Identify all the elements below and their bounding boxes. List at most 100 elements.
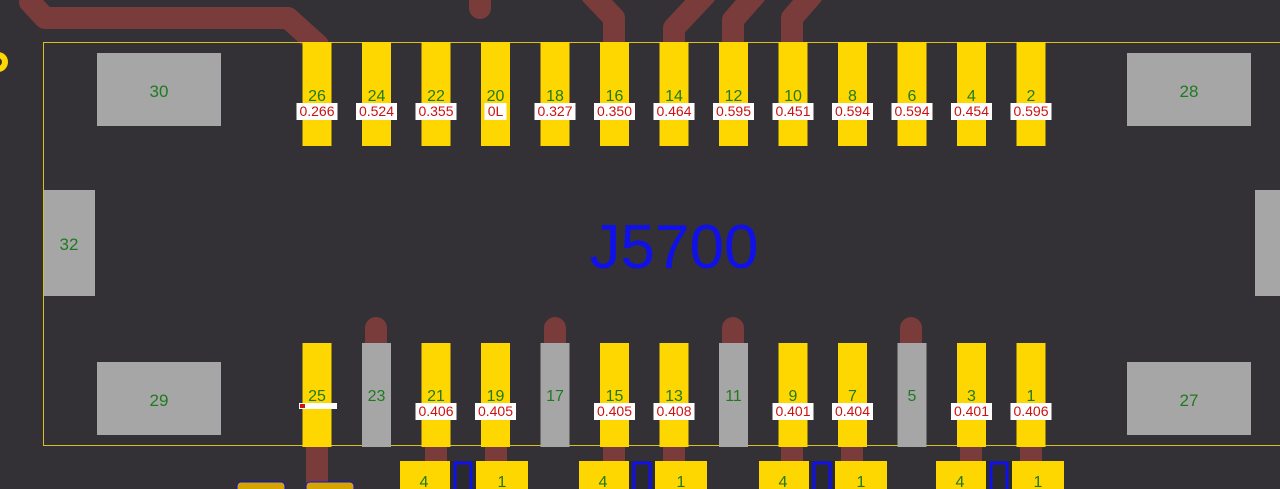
top-pin-14[interactable]: 140.464 <box>653 42 695 146</box>
top-pin-4[interactable]: 40.454 <box>951 42 992 146</box>
component-pad-right[interactable] <box>476 461 528 489</box>
pin-pad[interactable] <box>1016 343 1046 447</box>
bottom-pin-15[interactable]: 150.405 <box>594 343 635 447</box>
component-pad-right-label: 1 <box>498 474 507 489</box>
bottom-pin-1[interactable]: 10.406 <box>1010 343 1052 447</box>
bottom-pin-5[interactable]: 5 <box>897 343 927 447</box>
bottom-pin-13[interactable]: 130.408 <box>653 343 695 447</box>
pin-pad[interactable] <box>957 343 986 447</box>
trace-top-12 <box>722 0 765 56</box>
pin-pad[interactable] <box>957 42 986 146</box>
pin-number: 6 <box>908 88 917 105</box>
measurement-label-bg <box>534 103 576 120</box>
pin-number: 14 <box>665 88 683 105</box>
measurement-label-bg <box>484 103 507 120</box>
measurement-value: 0.401 <box>775 403 810 419</box>
pin-pad[interactable] <box>421 42 451 146</box>
mount-pad-top-right-shape[interactable] <box>1127 53 1251 126</box>
measurement-label: 0L <box>484 103 507 120</box>
measurement-value: 0.406 <box>1013 403 1048 419</box>
measurement-label: 0.594 <box>832 103 873 120</box>
measurement-label: 0.355 <box>415 103 457 120</box>
measurement-label: 0.595 <box>1010 103 1052 120</box>
pin-pad[interactable] <box>659 42 689 146</box>
pin-pad[interactable] <box>421 343 451 447</box>
pin-pad[interactable] <box>897 42 927 146</box>
component-pad-right[interactable] <box>655 461 707 489</box>
mount-pad-side-left[interactable]: 32 <box>44 190 95 296</box>
top-pin-24[interactable]: 240.524 <box>356 42 397 146</box>
pin-pad[interactable] <box>302 42 332 146</box>
bottom-pin-7[interactable]: 70.404 <box>832 343 873 447</box>
pin-pad[interactable] <box>778 42 808 146</box>
pin-pad[interactable] <box>481 343 510 447</box>
pin-pad[interactable] <box>600 343 629 447</box>
pin-pad[interactable] <box>362 343 391 447</box>
small-component-b[interactable] <box>305 481 355 489</box>
measurement-label: 0.401 <box>772 403 814 420</box>
edge-via[interactable] <box>0 52 8 72</box>
pin-number: 21 <box>427 388 445 405</box>
top-pin-2[interactable]: 20.595 <box>1010 42 1052 146</box>
mount-pad-top-left-shape[interactable] <box>97 53 221 126</box>
bottom-pin-9[interactable]: 90.401 <box>772 343 814 447</box>
component-pad-left[interactable] <box>936 461 986 489</box>
bottom-pin-17[interactable]: 17 <box>540 343 570 447</box>
component-mark <box>632 461 652 489</box>
mount-pad-top-right[interactable]: 28 <box>1127 53 1251 126</box>
pin-pad[interactable] <box>540 343 570 447</box>
top-pin-12[interactable]: 120.595 <box>713 42 754 146</box>
pin-pad[interactable] <box>838 343 867 447</box>
bottom-pin-23[interactable]: 23 <box>362 343 391 447</box>
pin-pad[interactable] <box>362 42 391 146</box>
pin-pad[interactable] <box>719 343 748 447</box>
component-pad-left[interactable] <box>579 461 629 489</box>
pin-pad[interactable] <box>1016 42 1046 146</box>
bottom-pin-11[interactable]: 11 <box>719 343 748 447</box>
component-pad-left[interactable] <box>400 461 450 489</box>
pin-pad[interactable] <box>540 42 570 146</box>
pin-pad[interactable] <box>481 42 510 146</box>
pin-pad[interactable] <box>897 343 927 447</box>
top-pin-6[interactable]: 60.594 <box>891 42 933 146</box>
pin-pad[interactable] <box>778 343 808 447</box>
small-component-a[interactable] <box>236 481 286 489</box>
component-pad-left[interactable] <box>759 461 809 489</box>
top-pin-16[interactable]: 160.350 <box>594 42 635 146</box>
mount-pad-bottom-left-shape[interactable] <box>97 362 221 435</box>
measurement-value: 0.350 <box>597 103 632 119</box>
mount-pad-side-left-shape[interactable] <box>44 190 95 296</box>
bottom-pin-21[interactable]: 210.406 <box>415 343 457 447</box>
top-pin-18[interactable]: 180.327 <box>534 42 576 146</box>
measurement-value: 0.595 <box>716 103 751 119</box>
top-pin-8[interactable]: 80.594 <box>832 42 873 146</box>
top-pin-26[interactable]: 260.266 <box>296 42 338 146</box>
mount-pad-side-right[interactable] <box>1255 190 1280 296</box>
mount-pad-top-left[interactable]: 30 <box>97 53 221 126</box>
pin-pad[interactable] <box>838 42 867 146</box>
top-pin-10[interactable]: 100.451 <box>772 42 814 146</box>
bottom-pin-19[interactable]: 190.405 <box>475 343 516 447</box>
pin-pad[interactable] <box>302 343 332 447</box>
component-pad-right[interactable] <box>835 461 887 489</box>
pin-number: 10 <box>784 88 802 105</box>
mount-pad-bottom-right[interactable]: 27 <box>1127 362 1251 435</box>
measurement-value: 0.405 <box>478 403 513 419</box>
bottom-pin-3[interactable]: 30.401 <box>951 343 992 447</box>
pin-pad[interactable] <box>719 42 748 146</box>
pin-pad[interactable] <box>659 343 689 447</box>
top-pin-22[interactable]: 220.355 <box>415 42 457 146</box>
pin-number: 22 <box>427 88 445 105</box>
mount-pad-bottom-right-shape[interactable] <box>1127 362 1251 435</box>
component-pad-right[interactable] <box>1012 461 1064 489</box>
mount-pad-bottom-left[interactable]: 29 <box>97 362 221 435</box>
bottom-pin-25[interactable]: 25 <box>302 343 332 447</box>
pin-pad[interactable] <box>600 42 629 146</box>
measurement-value: 0.451 <box>775 103 810 119</box>
